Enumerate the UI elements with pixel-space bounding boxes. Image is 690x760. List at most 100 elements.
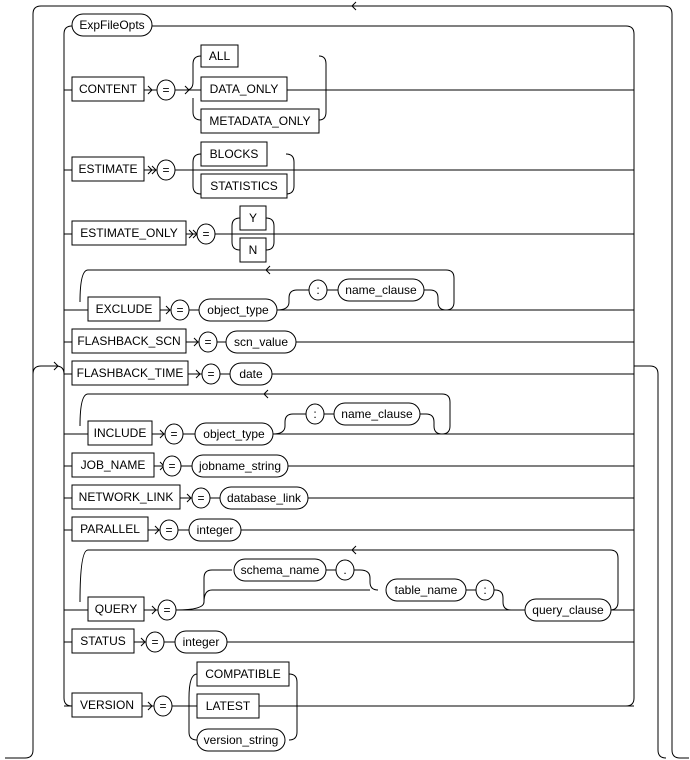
keyword-all-label: ALL: [209, 49, 231, 63]
scn-value-node: scn_value: [225, 330, 297, 354]
flashback-scn-equals-shape: [198, 331, 218, 353]
arrow-right-icon: [154, 525, 160, 535]
exclude-object-type-label: object_type: [207, 303, 269, 317]
content-keyword-box: [71, 76, 145, 102]
keyword-y-label: Y: [249, 211, 257, 225]
keyword-data-only-label: DATA_ONLY: [210, 82, 279, 96]
version-keyword: VERSION: [71, 692, 143, 718]
arrow-right-icon: [147, 701, 153, 711]
database-link-node-label: database_link: [227, 491, 302, 505]
query-equals-symbol: =: [163, 603, 170, 617]
expfileopts-node: ExpFileOpts: [71, 13, 153, 37]
expfileopts-node-shape: [71, 13, 153, 37]
version-keyword-label: VERSION: [80, 698, 134, 712]
network-link-equals: =: [191, 487, 211, 509]
version-string-node-label: version_string: [204, 733, 279, 747]
schema-name-node-shape: [233, 558, 327, 582]
arrow-right-icon: [151, 165, 157, 175]
keyword-statistics: STATISTICS: [200, 173, 288, 199]
include-colon: :: [305, 403, 325, 425]
arrow-right-icon: [140, 637, 146, 647]
status-equals-shape: [145, 631, 165, 653]
query-equals: =: [157, 599, 177, 621]
status-equals-symbol: =: [151, 635, 158, 649]
keyword-latest: LATEST: [196, 693, 260, 719]
network-link-keyword: NETWORK_LINK: [71, 484, 181, 510]
version-equals-shape: [153, 695, 173, 717]
keyword-all: ALL: [200, 44, 239, 68]
include-colon-symbol: :: [313, 407, 316, 421]
flashback-time-keyword-label: FLASHBACK_TIME: [77, 366, 184, 380]
exclude-colon-symbol: :: [316, 283, 319, 297]
status-keyword: STATUS: [71, 628, 135, 654]
entry-branch: [32, 365, 65, 375]
choice-left-rail: [63, 25, 73, 707]
estimate-keyword-box: [71, 156, 145, 182]
keyword-blocks: BLOCKS: [200, 141, 268, 167]
network-link-keyword-label: NETWORK_LINK: [79, 490, 174, 504]
estimate-equals-symbol: =: [162, 163, 169, 177]
version-keyword-box: [71, 692, 143, 718]
date-node: date: [229, 362, 273, 386]
arrow-right-icon: [165, 305, 171, 315]
exclude-object-type-shape: [198, 298, 278, 322]
flashback-scn-keyword-label: FLASHBACK_SCN: [77, 334, 180, 348]
job-name-equals: =: [162, 455, 182, 477]
diagram-nodes: ExpFileOptsCONTENT=ALLDATA_ONLYMETADATA_…: [71, 13, 612, 752]
keyword-data-only-box: [200, 76, 288, 102]
flashback-time-equals-shape: [201, 363, 221, 385]
flashback-scn-equals-symbol: =: [204, 335, 211, 349]
arrow-right-icon: [151, 605, 157, 615]
exclude-equals-symbol: =: [176, 303, 183, 317]
include-equals: =: [164, 423, 184, 445]
content-equals: =: [156, 79, 176, 101]
estimate-equals: =: [156, 159, 176, 181]
arrow-left-icon: [263, 389, 269, 399]
version-choice-line: [188, 673, 298, 741]
job-name-equals-symbol: =: [168, 459, 175, 473]
arrow-right-icon: [159, 429, 165, 439]
version-equals: =: [153, 695, 173, 717]
keyword-latest-label: LATEST: [206, 699, 251, 713]
exclude-name-clause-shape: [337, 278, 425, 302]
keyword-compatible-label: COMPATIBLE: [205, 667, 281, 681]
keyword-statistics-box: [200, 173, 288, 199]
keyword-n-label: N: [249, 243, 258, 257]
estimate-equals-shape: [156, 159, 176, 181]
estimate-only-equals: =: [196, 223, 216, 245]
parallel-integer-node-label: integer: [197, 523, 234, 537]
keyword-y: Y: [239, 205, 267, 231]
exclude-colon-shape: [308, 279, 328, 301]
network-link-equals-symbol: =: [197, 491, 204, 505]
keyword-blocks-box: [200, 141, 268, 167]
arrow-left-icon: [265, 265, 271, 275]
content-keyword: CONTENT: [71, 76, 145, 102]
include-keyword: INCLUDE: [87, 420, 153, 446]
status-equals: =: [145, 631, 165, 653]
table-name-node: table_name: [385, 578, 467, 602]
include-name-clause-shape: [333, 402, 421, 426]
schema-name-node-label: schema_name: [241, 563, 320, 577]
include-keyword-box: [87, 420, 153, 446]
include-colon-shape: [305, 403, 325, 425]
flashback-time-equals-symbol: =: [207, 367, 214, 381]
date-node-shape: [229, 362, 273, 386]
parallel-integer-node: integer: [188, 518, 242, 542]
include-equals-shape: [164, 423, 184, 445]
exclude-equals-shape: [170, 299, 190, 321]
status-integer-node-shape: [174, 630, 228, 654]
query-dot-symbol: .: [343, 563, 346, 577]
estimate-only-keyword-label: ESTIMATE_ONLY: [80, 226, 178, 240]
keyword-compatible: COMPATIBLE: [196, 661, 290, 687]
arrow-right-icon: [193, 337, 199, 347]
jobname-string-node-label: jobname_string: [198, 459, 281, 473]
parallel-keyword-label: PARALLEL: [80, 522, 140, 536]
arrow-left-icon: [351, 1, 357, 11]
exclude-keyword-label: EXCLUDE: [96, 302, 153, 316]
flashback-scn-keyword: FLASHBACK_SCN: [71, 328, 187, 354]
include-object-type-label: object_type: [203, 427, 265, 441]
estimate-only-equals-shape: [196, 223, 216, 245]
version-equals-symbol: =: [159, 699, 166, 713]
exclude-keyword-box: [87, 296, 161, 322]
